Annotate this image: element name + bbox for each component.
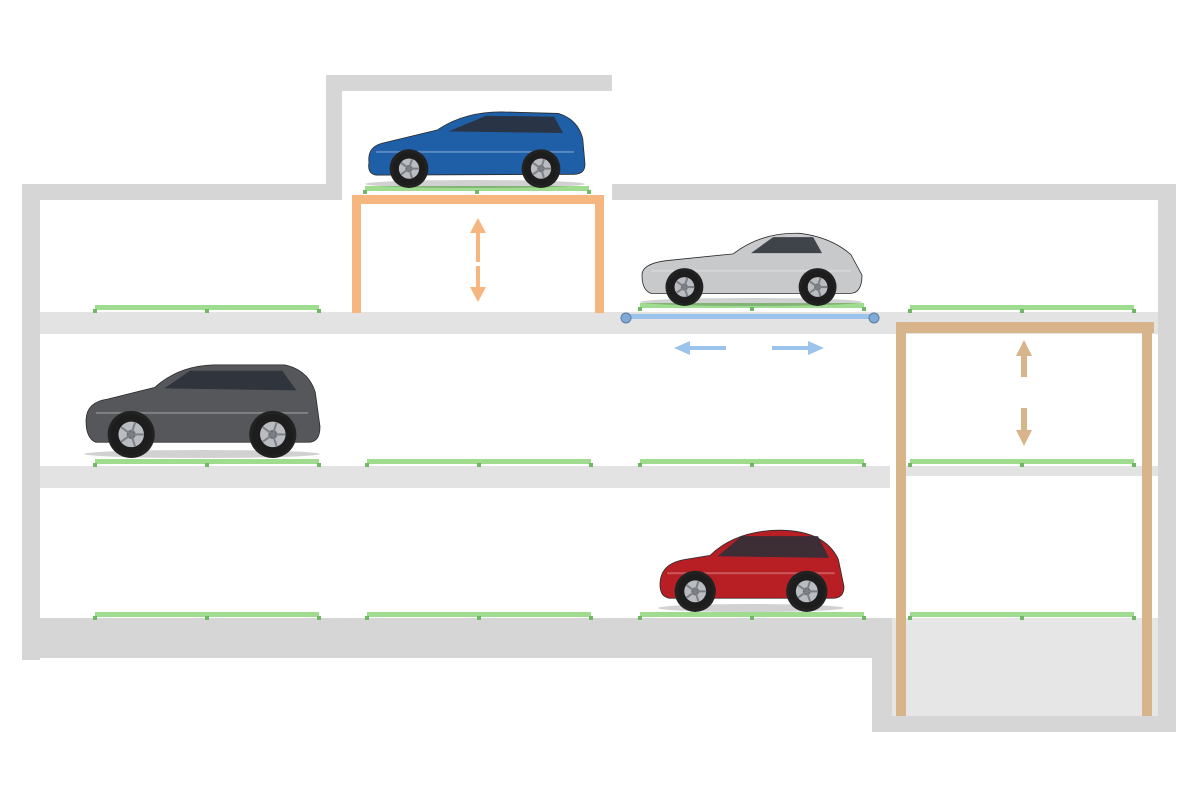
building-structure [22,75,1176,732]
parking-platform [638,303,866,311]
lift-left-top-beam [352,195,604,204]
slab-middle-pit-side [905,466,1158,476]
parking-platform [365,612,593,620]
parking-platform [365,459,593,467]
top-roof [326,75,612,91]
lift-right [896,322,1154,716]
shuttle-node-right [868,312,880,324]
cars [84,111,863,612]
parking-platform [93,459,321,467]
right-wall [1158,184,1176,732]
parking-platform [638,459,866,467]
car-red-city [658,529,845,612]
lift-right-post-left [896,322,906,716]
parking-platform [908,305,1136,313]
pit-floor [872,716,1176,732]
parking-platforms [93,186,1136,620]
top-left-wall [326,75,342,195]
lift-right-top-beam [896,322,1154,333]
lift-right-post-right [1142,322,1152,716]
slab-middle [40,466,890,488]
parking-platform [93,305,321,313]
lift-left [352,195,604,313]
parking-platform [363,186,591,194]
car-blue-hatchback [365,111,586,188]
left-wall [22,184,40,660]
parking-platform [93,612,321,620]
parking-platform [908,612,1136,620]
shuttle-horizontal-arrow-icon [674,341,824,355]
lift-left-post-right [595,195,604,313]
ground-floor [22,618,892,658]
pit-fill [892,618,1158,716]
car-grey-suv [84,364,321,458]
shuttle-node-left [620,312,632,324]
car-silver-coupe [640,232,863,306]
pit-left-wall [872,618,892,732]
parking-platform [908,459,1136,467]
shuttle [620,312,880,355]
lift-left-vertical-arrow-icon [470,218,486,302]
main-roof-right [612,184,1176,200]
lift-left-post-left [352,195,361,313]
shuttle-rail [626,314,874,319]
main-roof-left [22,184,342,200]
parking-platform [638,612,866,620]
lift-right-vertical-arrow-icon [1016,340,1032,446]
